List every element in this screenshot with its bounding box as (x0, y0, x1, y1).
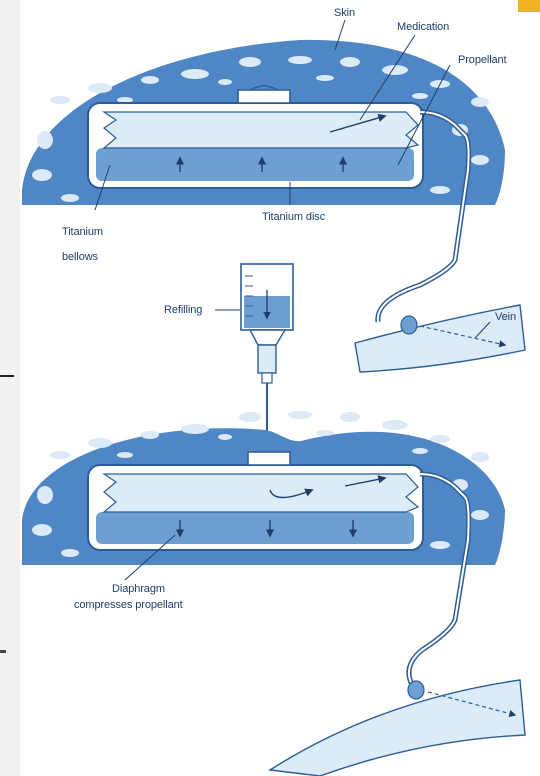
label-skin: Skin (334, 7, 355, 19)
label-medication: Medication (397, 21, 449, 33)
corner-accent (518, 0, 540, 12)
label-titanium-bellows: Titanium (62, 226, 103, 238)
label-vein: Vein (495, 311, 516, 323)
label-diaphragm-2: compresses propellant (74, 599, 183, 611)
margin-mark (0, 375, 14, 377)
label-refilling: Refilling (164, 304, 202, 316)
label-titanium-disc: Titanium disc (262, 211, 326, 223)
propellant-chamber (96, 148, 414, 181)
label-propellant: Propellant (458, 54, 507, 66)
septum-port (238, 90, 290, 103)
label-titanium-bellows-2: bellows (62, 251, 99, 263)
margin-mark (0, 650, 6, 653)
catheter-tip-connector (408, 681, 424, 699)
catheter-tip-connector (401, 316, 417, 334)
label-diaphragm: Diaphragm (112, 583, 165, 595)
medication-chamber (104, 112, 418, 148)
propellant-chamber (96, 512, 414, 544)
medication-chamber (104, 474, 418, 512)
septum-port (248, 452, 290, 465)
